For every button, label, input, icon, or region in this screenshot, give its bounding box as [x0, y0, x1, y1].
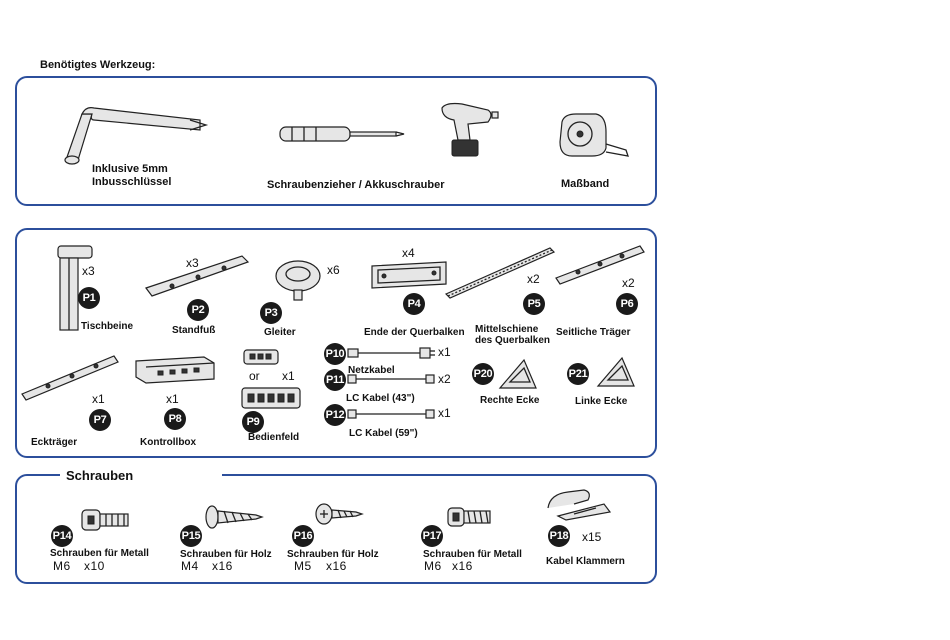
part-label-P10: Netzkabel — [348, 365, 395, 376]
wood-screw-m5-icon — [315, 503, 364, 525]
part-badge-P9: P9 — [242, 411, 264, 433]
part-label-P7: Eckträger — [31, 437, 78, 448]
part-qty-P12: x1 — [438, 406, 451, 420]
part-badge-P11: P11 — [324, 369, 346, 391]
left-corner-bracket-icon — [596, 356, 635, 387]
side-support-icon — [555, 245, 645, 285]
screw-badge-P14: P14 — [51, 525, 73, 547]
part-badge-P10: P10 — [324, 343, 346, 365]
part-label-P2: Standfuß — [172, 325, 216, 336]
part-label-P4: Ende der Querbalken — [364, 327, 465, 338]
screw-size-P17: M6 — [424, 559, 442, 573]
control-box-icon — [135, 356, 215, 384]
screw-qty-P16: x16 — [326, 559, 347, 573]
part-badge-P3: P3 — [260, 302, 282, 324]
right-corner-bracket-icon — [498, 358, 537, 389]
allen-key-label-line2: Inbusschlüssel — [92, 176, 172, 188]
part-badge-P1: P1 — [78, 287, 100, 309]
screw-label-P18: Kabel Klammern — [546, 556, 625, 567]
part-badge-P20: P20 — [472, 363, 494, 385]
screwdriver-label: Schraubenzieher / Akkuschrauber — [267, 179, 445, 191]
wood-screw-m4-icon — [205, 505, 264, 529]
screw-label-P17: Schrauben für Metall — [423, 549, 522, 560]
lc-cable-43-icon — [347, 374, 435, 384]
screw-badge-P15: P15 — [180, 525, 202, 547]
part-label-P20: Rechte Ecke — [480, 395, 540, 406]
part-badge-P5: P5 — [523, 293, 545, 315]
part-qty-P10: x1 — [438, 345, 451, 359]
part-qty-P8: x1 — [166, 392, 179, 406]
tape-measure-label: Maßband — [561, 178, 610, 190]
part-qty-P9: x1 — [282, 369, 295, 383]
allen-key-icon — [64, 107, 209, 165]
part-label-P12: LC Kabel (59") — [349, 428, 418, 439]
screw-qty-P14: x10 — [84, 559, 105, 573]
part-label-P21: Linke Ecke — [575, 396, 628, 407]
part-qty-P5: x2 — [527, 272, 540, 286]
foot-bracket-icon — [145, 255, 250, 297]
part-qty-P4: x4 — [402, 246, 415, 260]
screwdriver-icon — [279, 126, 405, 142]
screw-qty-P17: x16 — [452, 559, 473, 573]
screw-qty-P18: x15 — [582, 530, 602, 544]
screw-label-P16: Schrauben für Holz — [287, 549, 379, 560]
part-badge-P8: P8 — [164, 408, 186, 430]
screw-size-P15: M4 — [181, 559, 199, 573]
corner-support-icon — [21, 355, 119, 401]
screw-label-P14: Schrauben für Metall — [50, 548, 149, 559]
part-badge-P21: P21 — [567, 363, 589, 385]
part-label-P3: Gleiter — [264, 327, 296, 338]
part-badge-P2: P2 — [187, 299, 209, 321]
part-label-P1: Tischbeine — [81, 321, 134, 332]
tools-heading: Benötigtes Werkzeug: — [36, 59, 160, 71]
metal-screw-m6-x16-icon — [447, 507, 491, 527]
crossbeam-end-icon — [371, 261, 447, 289]
control-panel-small-icon — [243, 349, 279, 365]
part-qty-P3: x6 — [327, 263, 340, 277]
part-qty-P1: x3 — [82, 264, 95, 278]
screw-badge-P18: P18 — [548, 525, 570, 547]
screw-size-P16: M5 — [294, 559, 312, 573]
middle-rail-icon — [444, 247, 556, 299]
part-or-P9: or — [249, 369, 260, 383]
metal-screw-m6-x10-icon — [81, 509, 129, 531]
power-cable-icon — [347, 347, 435, 359]
control-panel-large-icon — [241, 387, 301, 409]
screws-heading: Schrauben — [60, 468, 222, 483]
tape-measure-icon — [559, 113, 629, 157]
part-qty-P7: x1 — [92, 392, 105, 406]
part-badge-P4: P4 — [403, 293, 425, 315]
part-qty-P2: x3 — [186, 256, 199, 270]
part-qty-P6: x2 — [622, 276, 635, 290]
part-label-P5-line1: Mittelschiene — [475, 324, 539, 335]
allen-key-label-line1: Inklusive 5mm — [92, 163, 168, 175]
glide-pad-icon — [275, 260, 321, 301]
cordless-drill-icon — [441, 102, 499, 157]
part-qty-P11: x2 — [438, 372, 451, 386]
part-label-P9: Bedienfeld — [248, 432, 300, 443]
screw-qty-P15: x16 — [212, 559, 233, 573]
lc-cable-59-icon — [347, 409, 435, 419]
part-badge-P7: P7 — [89, 409, 111, 431]
screw-badge-P16: P16 — [292, 525, 314, 547]
part-badge-P12: P12 — [324, 404, 346, 426]
screw-badge-P17: P17 — [421, 525, 443, 547]
part-label-P5-line2: des Querbalken — [475, 335, 551, 346]
part-label-P6: Seitliche Träger — [556, 327, 631, 338]
cable-clip-icon — [547, 489, 612, 521]
screw-label-P15: Schrauben für Holz — [180, 549, 272, 560]
part-badge-P6: P6 — [616, 293, 638, 315]
part-label-P11: LC Kabel (43") — [346, 393, 415, 404]
screw-size-P14: M6 — [53, 559, 71, 573]
part-label-P8: Kontrollbox — [140, 437, 197, 448]
